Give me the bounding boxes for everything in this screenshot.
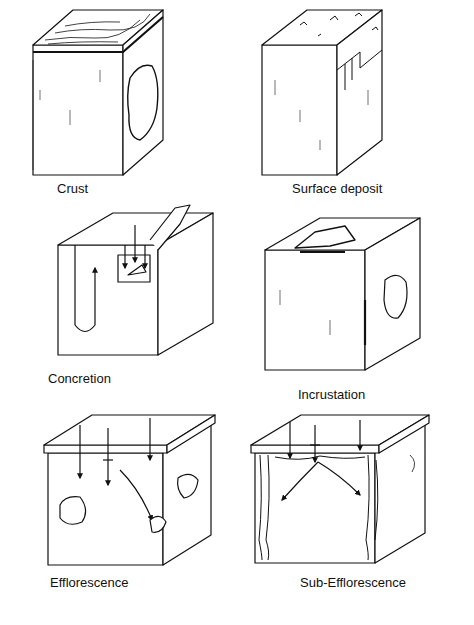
crust-block <box>33 10 163 175</box>
part-label: Incrustation <box>298 388 365 402</box>
concretion-block <box>58 205 213 355</box>
incrustation-block <box>265 218 420 370</box>
part-label: Concretion <box>48 372 111 386</box>
efflorescence-block <box>44 415 215 565</box>
part-label: Efflorescence <box>50 576 129 590</box>
part-label: Crust <box>57 182 88 196</box>
part-label: Surface deposit <box>292 182 382 196</box>
surface-deposit-block <box>262 10 382 175</box>
sub-efflorescence-block <box>251 415 429 563</box>
part-label: Sub-Efflorescence <box>300 576 406 590</box>
